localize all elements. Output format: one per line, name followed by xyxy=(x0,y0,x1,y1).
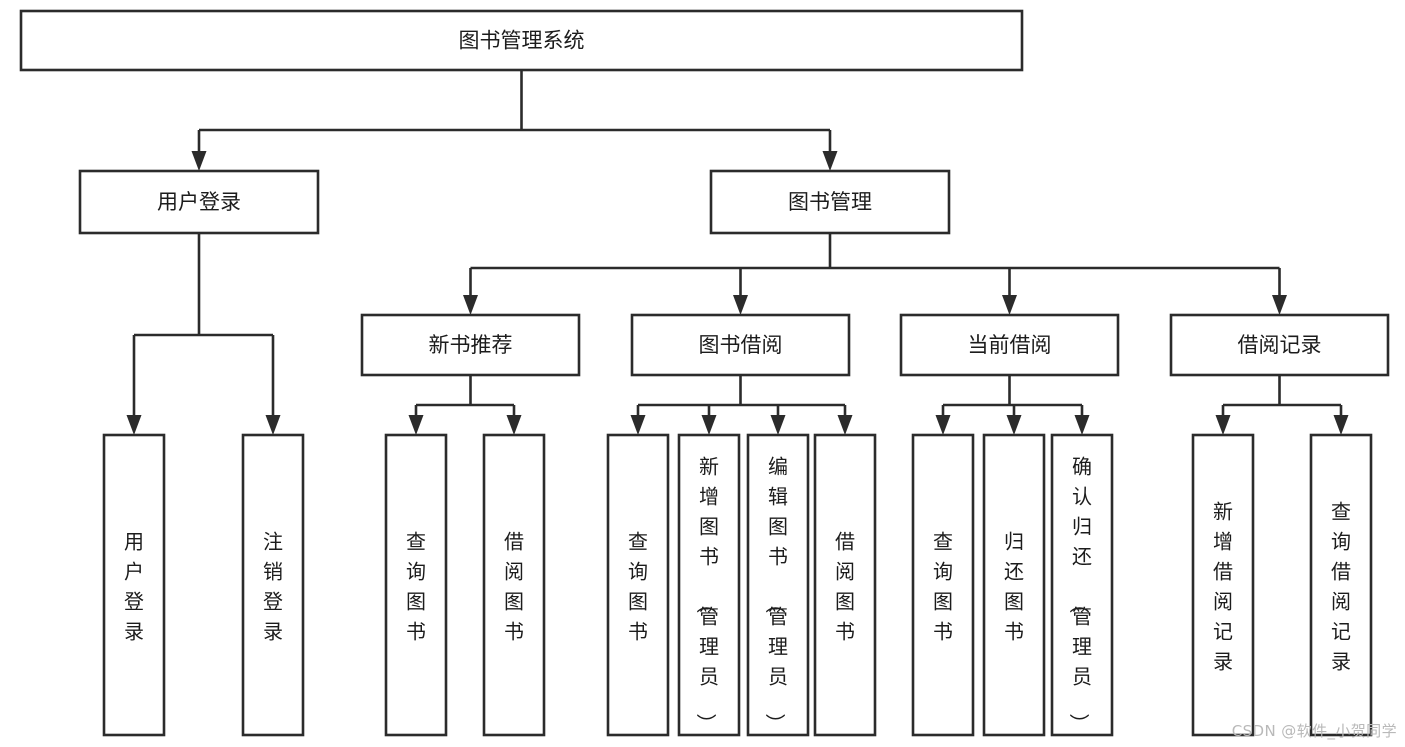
edge-group-book-manage xyxy=(463,233,1287,315)
node-box-leaf-rec-query2[interactable] xyxy=(1309,433,1373,737)
node-box-leaf-borrow-lend[interactable] xyxy=(813,433,877,737)
arrow-head-icon xyxy=(822,151,838,171)
node-box-leaf-rec-borrow[interactable] xyxy=(482,433,546,737)
node-book-borrow[interactable]: 图书借阅 xyxy=(630,313,851,377)
node-leaf-cur-confirm[interactable]: 确认归还（管理员） xyxy=(1050,433,1114,737)
arrow-head-icon xyxy=(408,415,424,435)
node-box-book-manage[interactable] xyxy=(709,169,951,235)
arrow-head-icon xyxy=(1333,415,1349,435)
node-label-book-manage: 图书管理 xyxy=(788,190,872,214)
node-user-login[interactable]: 用户登录 xyxy=(78,169,320,235)
edge-group-borrow-record xyxy=(1215,375,1349,435)
node-label-leaf-cur-confirm: 确认归还（管理员） xyxy=(1067,454,1092,733)
node-box-borrow-record[interactable] xyxy=(1169,313,1390,377)
node-root[interactable]: 图书管理系统 xyxy=(19,9,1024,72)
node-book-manage[interactable]: 图书管理 xyxy=(709,169,951,235)
node-label-leaf-borrow-add: 新增图书（管理员） xyxy=(694,454,719,733)
node-leaf-borrow-lend[interactable]: 借阅图书 xyxy=(813,433,877,737)
arrow-head-icon xyxy=(630,415,646,435)
node-label-current-borrow: 当前借阅 xyxy=(968,333,1052,357)
node-label-user-login: 用户登录 xyxy=(157,190,241,214)
arrow-head-icon xyxy=(126,415,142,435)
node-box-leaf-cur-query[interactable] xyxy=(911,433,975,737)
node-label-root: 图书管理系统 xyxy=(459,29,585,53)
node-label-leaf-cur-query: 查询图书 xyxy=(933,529,953,643)
node-leaf-rec-add[interactable]: 新增借阅记录 xyxy=(1191,433,1255,737)
edge-group-current-borrow xyxy=(935,375,1090,435)
node-new-book-rec[interactable]: 新书推荐 xyxy=(360,313,581,377)
arrow-head-icon xyxy=(1006,415,1022,435)
node-box-leaf-rec-add[interactable] xyxy=(1191,433,1255,737)
arrow-head-icon xyxy=(191,151,207,171)
node-label-leaf-user-login: 用户登录 xyxy=(124,529,144,643)
node-box-leaf-rec-query[interactable] xyxy=(384,433,448,737)
arrow-head-icon xyxy=(1272,295,1287,315)
node-layer: 图书管理系统用户登录图书管理新书推荐图书借阅当前借阅借阅记录用户登录注销登录查询… xyxy=(19,9,1390,737)
arrow-head-icon xyxy=(770,415,786,435)
node-borrow-record[interactable]: 借阅记录 xyxy=(1169,313,1390,377)
node-label-leaf-cur-return: 归还图书 xyxy=(1004,529,1024,643)
arrow-head-icon xyxy=(733,295,748,315)
node-box-leaf-cur-confirm[interactable] xyxy=(1050,433,1114,737)
node-box-root[interactable] xyxy=(19,9,1024,72)
node-box-new-book-rec[interactable] xyxy=(360,313,581,377)
node-box-leaf-borrow-query[interactable] xyxy=(606,433,670,737)
node-leaf-cur-query[interactable]: 查询图书 xyxy=(911,433,975,737)
node-leaf-user-logout[interactable]: 注销登录 xyxy=(241,433,305,737)
node-box-book-borrow[interactable] xyxy=(630,313,851,377)
node-box-leaf-user-logout[interactable] xyxy=(241,433,305,737)
node-box-user-login[interactable] xyxy=(78,169,320,235)
node-leaf-borrow-edit[interactable]: 编辑图书（管理员） xyxy=(746,433,810,737)
arrow-head-icon xyxy=(506,415,522,435)
node-box-current-borrow[interactable] xyxy=(899,313,1120,377)
connector-layer xyxy=(126,70,1349,435)
node-label-leaf-rec-add: 新增借阅记录 xyxy=(1213,499,1233,673)
arrow-head-icon xyxy=(701,415,717,435)
arrow-head-icon xyxy=(463,295,478,315)
edge-group-root xyxy=(191,70,838,171)
node-leaf-rec-query[interactable]: 查询图书 xyxy=(384,433,448,737)
arrow-head-icon xyxy=(837,415,853,435)
node-label-book-borrow: 图书借阅 xyxy=(699,333,783,357)
arrow-head-icon xyxy=(1074,415,1090,435)
node-leaf-user-login[interactable]: 用户登录 xyxy=(102,433,166,737)
node-leaf-borrow-add[interactable]: 新增图书（管理员） xyxy=(677,433,741,737)
node-leaf-rec-query2[interactable]: 查询借阅记录 xyxy=(1309,433,1373,737)
edge-group-book-borrow xyxy=(630,375,853,435)
arrow-head-icon xyxy=(1215,415,1231,435)
arrow-head-icon xyxy=(1002,295,1017,315)
node-label-leaf-user-logout: 注销登录 xyxy=(263,529,283,643)
node-leaf-rec-borrow[interactable]: 借阅图书 xyxy=(482,433,546,737)
edge-group-new-book-rec xyxy=(408,375,522,435)
node-leaf-cur-return[interactable]: 归还图书 xyxy=(982,433,1046,737)
node-box-leaf-user-login[interactable] xyxy=(102,433,166,737)
node-label-borrow-record: 借阅记录 xyxy=(1238,333,1322,357)
node-leaf-borrow-query[interactable]: 查询图书 xyxy=(606,433,670,737)
node-box-leaf-borrow-add[interactable] xyxy=(677,433,741,737)
csdn-watermark: CSDN @软件_小贺同学 xyxy=(1231,722,1397,740)
node-label-leaf-rec-query: 查询图书 xyxy=(406,529,426,643)
edge-group-user-login xyxy=(126,233,281,435)
arrow-head-icon xyxy=(935,415,951,435)
node-label-leaf-borrow-lend: 借阅图书 xyxy=(835,529,855,643)
node-box-leaf-cur-return[interactable] xyxy=(982,433,1046,737)
node-label-leaf-borrow-query: 查询图书 xyxy=(628,529,648,643)
node-current-borrow[interactable]: 当前借阅 xyxy=(899,313,1120,377)
arrow-head-icon xyxy=(265,415,281,435)
node-label-leaf-rec-query2: 查询借阅记录 xyxy=(1331,499,1351,673)
node-box-leaf-borrow-edit[interactable] xyxy=(746,433,810,737)
node-label-leaf-rec-borrow: 借阅图书 xyxy=(504,529,524,643)
node-label-new-book-rec: 新书推荐 xyxy=(429,333,513,357)
node-label-leaf-borrow-edit: 编辑图书（管理员） xyxy=(763,454,788,733)
